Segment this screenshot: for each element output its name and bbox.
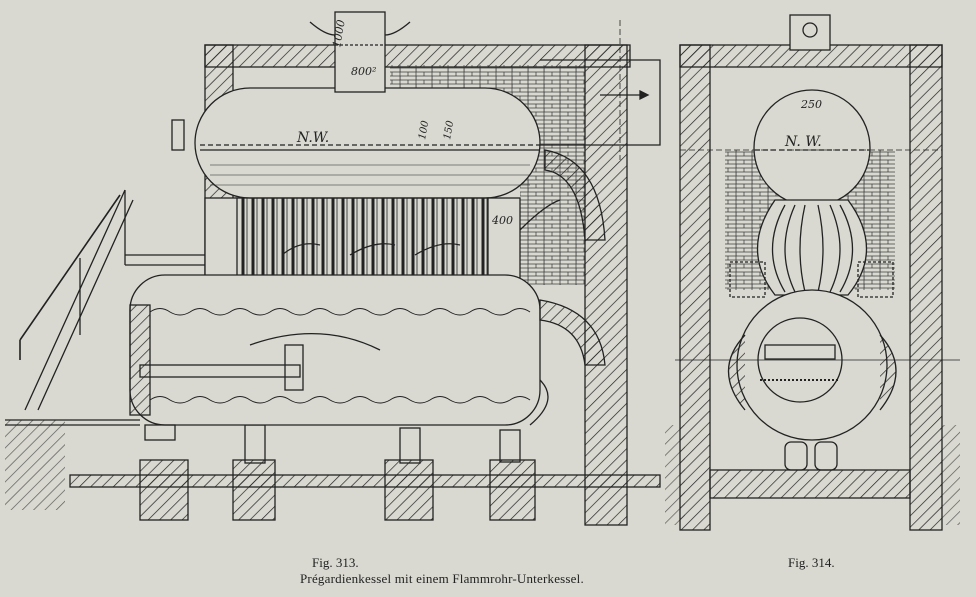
support [499, 429, 521, 463]
stair-stringer [24, 189, 134, 411]
dim-250: 250 [800, 98, 822, 111]
lower-boiler-314 [736, 289, 888, 441]
tube-bank [235, 197, 489, 284]
dim-800: 800² [351, 65, 376, 78]
pier [232, 459, 276, 521]
support [244, 424, 266, 464]
grate [139, 364, 301, 378]
pier [139, 459, 189, 521]
right-wall-314 [909, 44, 943, 531]
fig313-drawing [5, 11, 661, 526]
dim-400: 400 [491, 214, 513, 227]
support [399, 427, 421, 464]
upper-drum [194, 87, 541, 199]
top-wall [204, 44, 631, 68]
steam-dome-314 [789, 14, 831, 51]
dim-150: 150 [442, 119, 456, 140]
handrail [19, 194, 121, 360]
dim-100: 100 [417, 119, 431, 140]
figure-314-label: Fig. 314. [788, 555, 835, 570]
dim-1000: 1000 [330, 19, 348, 49]
plate-caption: Prégardienkessel mit einem Flammrohr-Unt… [300, 571, 584, 586]
pier [384, 459, 434, 521]
water-level-label-314: N. W. [784, 134, 822, 150]
pier [489, 459, 536, 521]
flue-duct [540, 59, 661, 146]
water-level-label-313: N.W. [296, 130, 329, 146]
left-wall-314 [679, 44, 711, 531]
outer-wall [584, 44, 628, 526]
steam-dome [334, 11, 386, 93]
figure-313-label: Fig. 313. [312, 555, 359, 570]
fig314-drawing [665, 14, 960, 531]
